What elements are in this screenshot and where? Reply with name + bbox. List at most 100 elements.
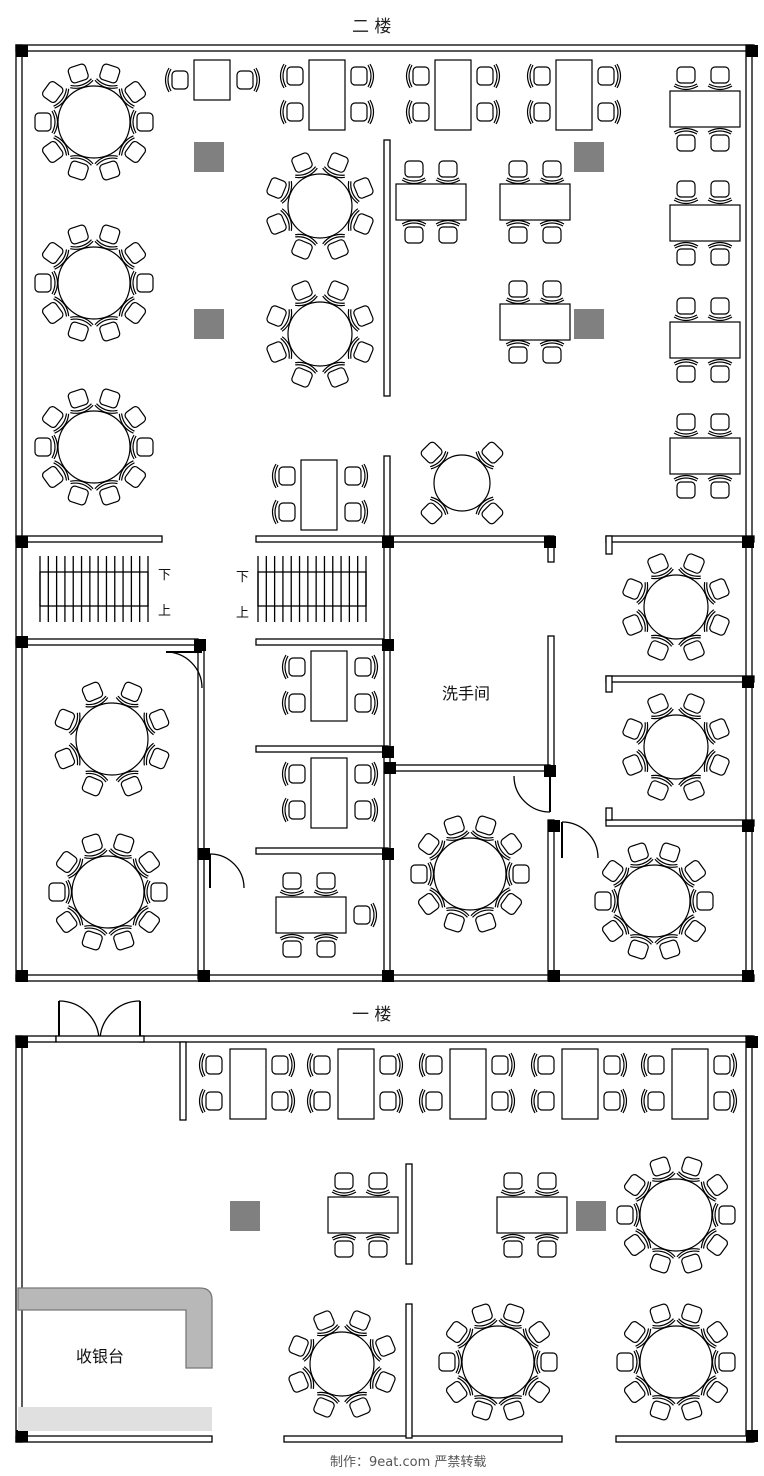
chair (673, 474, 699, 499)
chair (707, 241, 733, 266)
chair (288, 1366, 315, 1393)
chair (67, 480, 94, 506)
chair (266, 305, 293, 332)
chair (526, 99, 551, 125)
chair (354, 654, 379, 680)
round-table (57, 410, 131, 484)
column-gray (574, 142, 604, 172)
chair (236, 67, 261, 93)
chair (281, 690, 306, 716)
chair (291, 152, 318, 179)
chair (291, 361, 318, 388)
wall (15, 44, 755, 52)
column-black (16, 1430, 28, 1442)
chair (647, 553, 674, 580)
chair (526, 63, 551, 89)
column-black (384, 762, 396, 774)
chair (471, 1395, 498, 1421)
column-black (16, 636, 28, 648)
chair (115, 770, 143, 797)
chair (443, 907, 470, 933)
chair (647, 693, 674, 720)
chair (313, 933, 339, 958)
chair (405, 99, 430, 125)
rect-table (561, 1048, 599, 1120)
chair (707, 127, 733, 152)
column-gray (230, 1201, 260, 1231)
chair (647, 634, 674, 661)
stair-down-label: 下 (236, 570, 250, 585)
wall (745, 44, 753, 982)
chair (369, 1335, 396, 1362)
chair (491, 1088, 516, 1114)
chair (129, 270, 154, 296)
chair (505, 280, 531, 305)
wall (255, 535, 389, 543)
chair (41, 406, 70, 434)
chair (34, 109, 59, 135)
chair (350, 63, 375, 89)
chair (494, 833, 523, 861)
chair (379, 1088, 404, 1114)
chair (418, 1088, 443, 1114)
wall (615, 1435, 755, 1443)
rect-table (229, 1048, 267, 1120)
round-table (287, 173, 353, 239)
chair (405, 63, 430, 89)
chair (678, 553, 705, 580)
wall (255, 745, 389, 753)
column-black (16, 536, 28, 548)
column-black (742, 536, 754, 548)
column-black (16, 970, 28, 982)
round-table (309, 1331, 375, 1397)
chair (401, 160, 427, 185)
chair (703, 718, 730, 745)
chair (533, 1349, 558, 1375)
column-black (742, 820, 754, 832)
round-table (643, 574, 709, 640)
chair (703, 749, 730, 776)
chair (94, 63, 121, 89)
chair (622, 718, 649, 745)
chair (616, 1349, 641, 1375)
chair (54, 742, 81, 770)
chair (623, 1174, 652, 1202)
pillars (16, 45, 758, 1442)
rect-table (434, 59, 472, 131)
chair (306, 1088, 331, 1114)
chair (164, 67, 189, 93)
chair (331, 1233, 357, 1258)
chair (67, 316, 94, 342)
chair (703, 578, 730, 605)
chair (365, 1172, 391, 1197)
chair (476, 99, 501, 125)
chair (379, 1052, 404, 1078)
chair (322, 152, 349, 179)
rect-table (310, 757, 348, 829)
chair (498, 1303, 525, 1329)
chair (622, 609, 649, 636)
chair (707, 297, 733, 322)
chair (713, 1052, 738, 1078)
chair (281, 654, 306, 680)
chair (640, 1088, 665, 1114)
chair (654, 934, 681, 960)
chair (279, 872, 305, 897)
chair (673, 180, 699, 205)
chair (129, 109, 154, 135)
wall (139, 1035, 755, 1043)
chair (623, 1375, 652, 1403)
chair (401, 219, 427, 244)
chair (354, 761, 379, 787)
restroom-label: 洗手间 (442, 684, 491, 703)
chair (143, 742, 170, 770)
chair (322, 233, 349, 260)
chair (534, 1233, 560, 1258)
wall (405, 1163, 413, 1265)
chair (713, 1088, 738, 1114)
door (165, 651, 203, 689)
wall (605, 819, 755, 827)
chair (118, 460, 147, 488)
round-table (57, 85, 131, 159)
chair (649, 1303, 676, 1329)
